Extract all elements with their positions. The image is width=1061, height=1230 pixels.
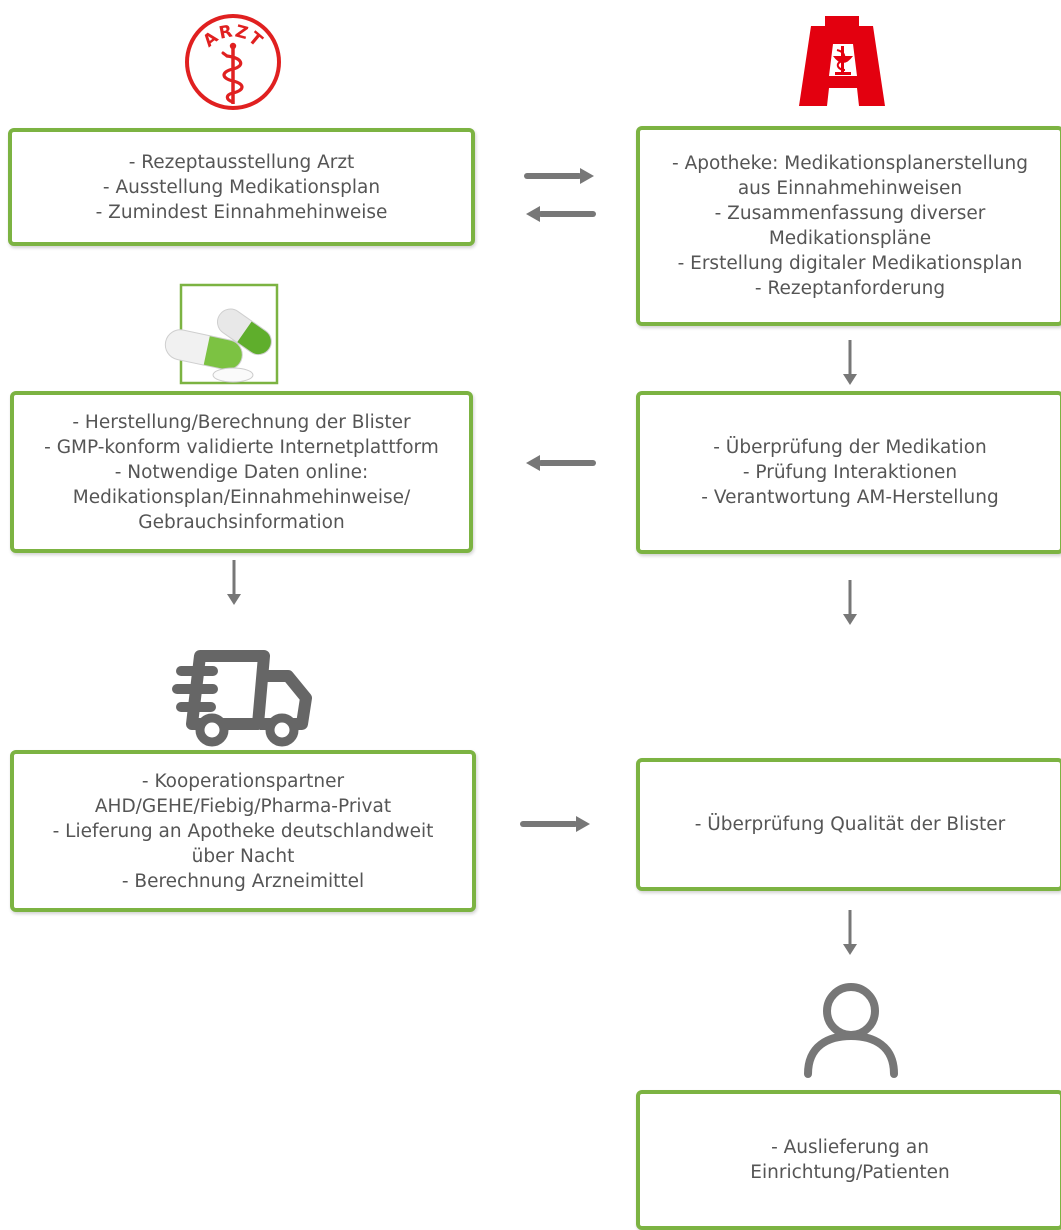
qualitaet-box: - Überprüfung Qualität der Blister (636, 758, 1061, 891)
herstellung-box: - Herstellung/Berechnung der Blister - G… (10, 391, 473, 553)
arrow-down-herstellung-to-truck (227, 560, 241, 605)
apotheke-line-2: aus Einnahmehinweisen (737, 178, 963, 199)
kooperation-line-4: über Nacht (191, 845, 295, 867)
arrow-left-apotheke-to-arzt (526, 206, 596, 222)
apotheke-line-6: - Rezeptanforderung (754, 278, 946, 299)
apotheke-box: - Apotheke: Medikationsplanerstellung au… (636, 126, 1061, 326)
pruefung-line-2: - Prüfung Interaktionen (742, 462, 958, 483)
herstellung-line-5: Gebrauchsinformation (138, 511, 345, 533)
arzt-line-1: - Rezeptausstellung Arzt (128, 151, 355, 173)
arzt-logo-icon: ARZT (185, 14, 281, 110)
pruefung-line-1: - Überprüfung der Medikation (713, 437, 987, 458)
arrow-down-pruefung-to-qualitaet (843, 580, 857, 625)
kooperation-line-5: - Berechnung Arzneimittel (121, 870, 365, 892)
herstellung-line-2: - GMP-konform validierte Internetplattfo… (44, 436, 439, 458)
auslieferung-line-1: - Auslieferung an (771, 1137, 929, 1158)
pills-icon (164, 283, 279, 385)
herstellung-line-1: - Herstellung/Berechnung der Blister (72, 411, 411, 433)
apotheke-line-4: Medikationspläne (768, 228, 932, 249)
arrow-down-qualitaet-to-person (843, 910, 857, 955)
kooperation-line-3: - Lieferung an Apotheke deutschlandweit (52, 820, 434, 842)
arrow-down-apotheke-to-pruefung (843, 340, 857, 385)
qualitaet-line-1: - Überprüfung Qualität der Blister (694, 814, 1006, 835)
arrow-right-kooperation-to-qualitaet (520, 816, 590, 832)
apotheke-line-1: - Apotheke: Medikationsplanerstellung (672, 153, 1028, 174)
arzt-line-3: - Zumindest Einnahmehinweise (95, 201, 388, 223)
apotheke-line-5: - Erstellung digitaler Medikationsplan (677, 253, 1023, 274)
pruefung-box: - Überprüfung der Medikation - Prüfung I… (636, 391, 1061, 554)
arrow-right-arzt-to-apotheke (524, 168, 594, 184)
auslieferung-box: - Auslieferung an Einrichtung/Patienten (636, 1090, 1061, 1230)
person-icon (804, 983, 898, 1078)
kooperation-box: - Kooperationspartner AHD/GEHE/Fiebig/Ph… (10, 750, 476, 912)
kooperation-line-1: - Kooperationspartner (141, 770, 345, 792)
arrow-left-pruefung-to-herstellung (526, 455, 596, 471)
herstellung-line-3: - Notwendige Daten online: (114, 461, 369, 483)
kooperation-line-2: AHD/GEHE/Fiebig/Pharma-Privat (94, 795, 392, 817)
pruefung-line-3: - Verantwortung AM-Herstellung (701, 487, 999, 508)
arzt-line-2: - Ausstellung Medikationsplan (102, 176, 381, 198)
delivery-truck-icon (172, 650, 312, 747)
herstellung-line-4: Medikationsplan/Einnahmehinweise/ (72, 486, 411, 508)
auslieferung-line-2: Einrichtung/Patienten (750, 1162, 950, 1183)
apotheke-line-3: - Zusammenfassung diverser (714, 203, 986, 224)
apotheke-a-icon (799, 16, 885, 106)
arzt-box: - Rezeptausstellung Arzt - Ausstellung M… (8, 128, 475, 246)
